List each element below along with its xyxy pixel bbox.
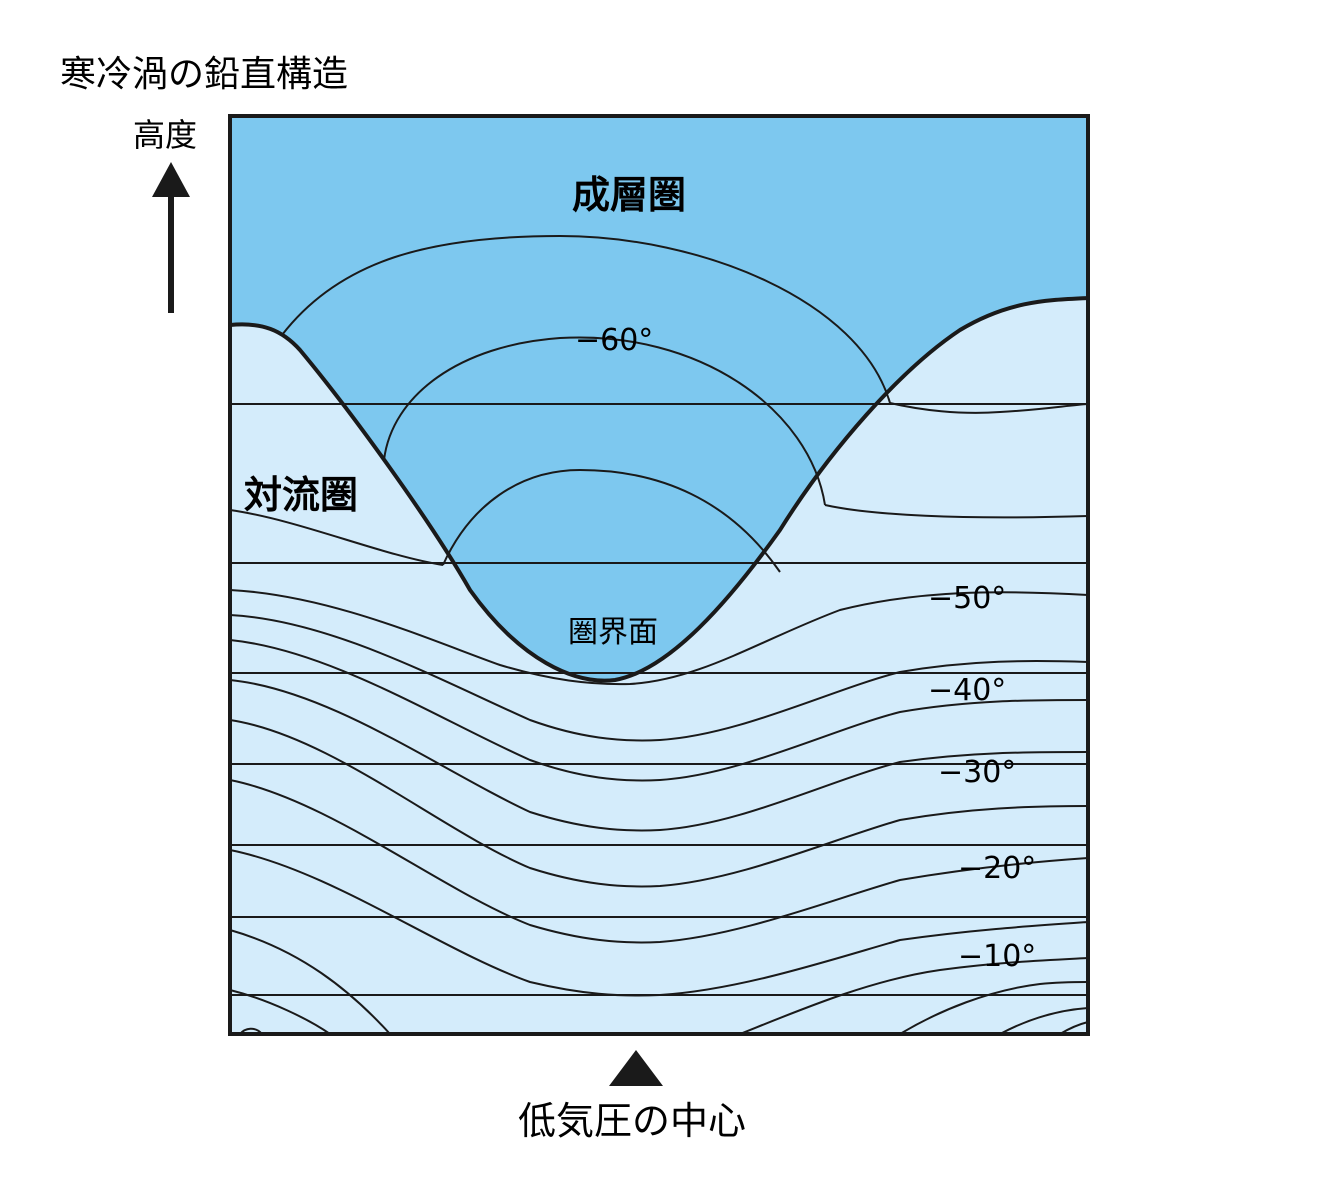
altitude-arrow-icon bbox=[152, 162, 190, 313]
isotherm-curve bbox=[229, 509, 444, 566]
center-marker-icon bbox=[609, 1050, 663, 1086]
diagram-title: 寒冷渦の鉛直構造 bbox=[60, 54, 348, 95]
isotherm-label-minus40: −40° bbox=[928, 673, 1006, 708]
isotherm-curve bbox=[229, 929, 391, 1035]
isotherm-curve bbox=[229, 679, 1089, 832]
altitude-axis-label: 高度 bbox=[133, 116, 197, 154]
isotherm-curve bbox=[999, 1007, 1089, 1035]
isotherm-arc-outer bbox=[281, 234, 891, 404]
isotherm-curve bbox=[824, 504, 1089, 519]
isotherm-curve bbox=[229, 849, 1089, 997]
isotherm-label-minus50: −50° bbox=[928, 581, 1006, 616]
tropopause-line bbox=[229, 296, 1089, 683]
tropopause-label: 圏界面 bbox=[568, 615, 658, 650]
isotherm-curve bbox=[229, 589, 1089, 686]
isotherm-curve bbox=[739, 957, 1089, 1035]
isotherm-label-minus20: −20° bbox=[958, 851, 1036, 886]
isotherm-curve bbox=[229, 989, 331, 1035]
isotherm-label-minus10: −10° bbox=[958, 939, 1036, 974]
isotherm-curve bbox=[899, 981, 1089, 1035]
low-pressure-center-label: 低気圧の中心 bbox=[518, 1099, 746, 1143]
isotherm-label-minus30: −30° bbox=[938, 755, 1016, 790]
isotherm-arc-inner bbox=[442, 468, 781, 573]
troposphere-area bbox=[230, 298, 1088, 1034]
upper-isotherms bbox=[281, 234, 891, 573]
isotherm-curve bbox=[229, 639, 1089, 782]
isotherm-curve bbox=[229, 719, 1089, 888]
troposphere-isotherms bbox=[229, 402, 1089, 1035]
isotherm-label-minus60: −60° bbox=[575, 323, 653, 358]
diagram-frame bbox=[228, 114, 1090, 1036]
isotherm-curve bbox=[229, 779, 1089, 944]
isotherm-arc-60 bbox=[383, 336, 826, 506]
troposphere-label: 対流圏 bbox=[244, 473, 358, 517]
isotherm-curve bbox=[889, 402, 1089, 414]
isotherm-curve bbox=[229, 614, 1089, 742]
stratosphere-label: 成層圏 bbox=[572, 173, 686, 217]
